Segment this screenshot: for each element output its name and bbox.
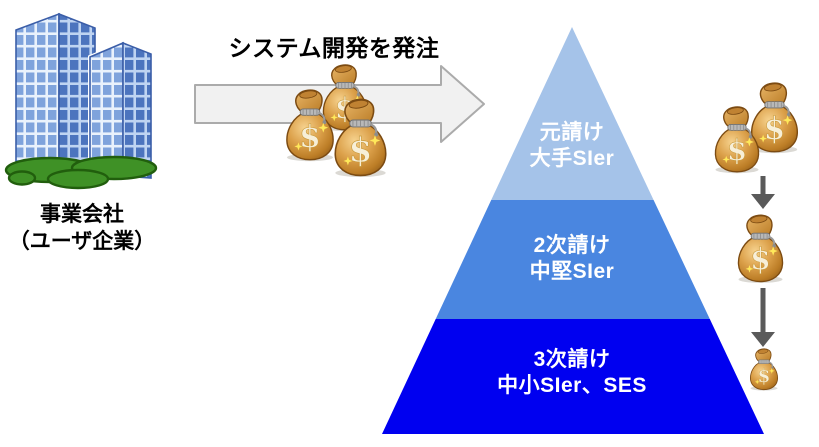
office-buildings-icon [4, 11, 158, 190]
client-company-label: 事業会社 （ユーザ企業） [0, 201, 164, 255]
tier-3-role: 3次請け [533, 348, 611, 371]
down-arrow-icon [751, 176, 775, 209]
client-company-name: 事業会社 [40, 203, 124, 226]
order-flow-title: システム開発を発注 [228, 35, 440, 61]
tier-1-role: 元請け [539, 121, 605, 144]
down-arrow-head [751, 332, 775, 347]
tier-1-company: 大手SIer [529, 147, 615, 170]
money-bag-icon [747, 347, 781, 391]
pyramid-tier-2-shape [435, 200, 710, 319]
pyramid-tier-3-shape [382, 319, 764, 434]
tier-2-company: 中堅SIer [529, 260, 615, 283]
down-arrow-shaft [760, 288, 766, 333]
down-arrow-shaft [760, 176, 766, 196]
pyramid-tier-1-label: 元請け 大手SIer [472, 120, 672, 172]
bushes-shape [4, 155, 158, 190]
tier-3-company: 中小SIer、SES [497, 374, 647, 397]
client-company-subname: （ユーザ企業） [8, 230, 156, 253]
pyramid-tier-2-label: 2次請け 中堅SIer [452, 233, 692, 285]
money-bag-icon [710, 104, 764, 174]
pyramid-tier-1-shape [491, 27, 654, 200]
down-arrow-icon [751, 288, 775, 347]
tier-2-role: 2次請け [533, 234, 611, 257]
pyramid-tier-3-label: 3次請け 中小SIer、SES [432, 347, 712, 399]
money-bag-icon [733, 212, 788, 284]
down-arrow-head [751, 194, 775, 209]
